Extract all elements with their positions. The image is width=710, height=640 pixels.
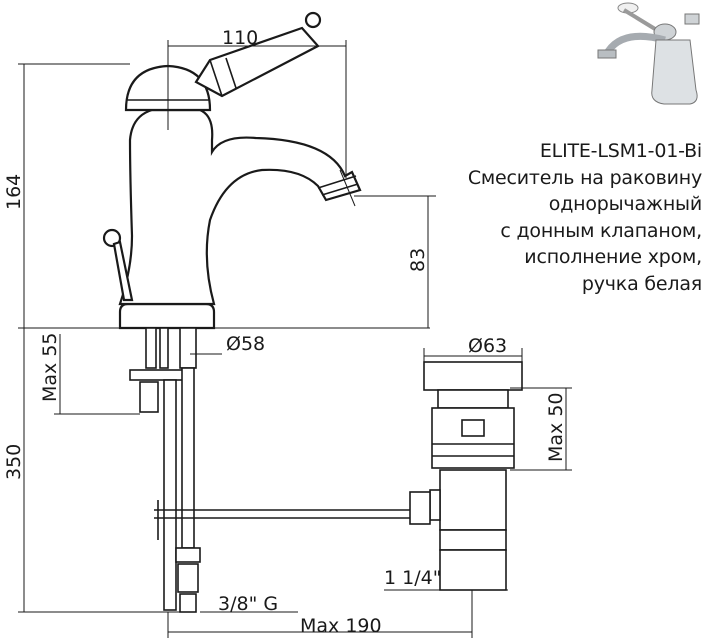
- dim-max-190: Max 190: [300, 615, 382, 637]
- dim-drain-thread: 1 1/4": [384, 567, 441, 589]
- faucet-photo-icon: [597, 2, 700, 105]
- dim-max-50: Max 50: [545, 393, 567, 463]
- dim-spout-height: 83: [407, 248, 429, 272]
- description-line: исполнение хром,: [524, 246, 702, 268]
- dim-base-diameter: Ø58: [226, 333, 265, 355]
- dim-hose-length: 350: [3, 444, 25, 480]
- description-line: с донным клапаном,: [500, 219, 702, 242]
- faucet-body: [102, 11, 362, 330]
- drain-valve: [409, 361, 523, 591]
- dim-spout-reach: 110: [222, 27, 258, 49]
- description-line: однорычажный: [548, 193, 702, 215]
- description-line: ручка белая: [581, 272, 702, 295]
- dim-max-55: Max 55: [39, 333, 61, 403]
- dimension-lines: [18, 40, 572, 638]
- dim-total-height: 164: [3, 174, 25, 210]
- mounting-assembly: [129, 327, 410, 613]
- dim-connection: 3/8" G: [218, 593, 278, 615]
- product-model: ELITE-LSM1-01-Bi: [539, 140, 702, 162]
- description-line: Смеситель на раковину: [467, 166, 702, 189]
- product-caption: ELITE-LSM1-01-Bi Смеситель на раковину о…: [468, 138, 702, 297]
- dim-drain-cap-diameter: Ø63: [468, 335, 507, 357]
